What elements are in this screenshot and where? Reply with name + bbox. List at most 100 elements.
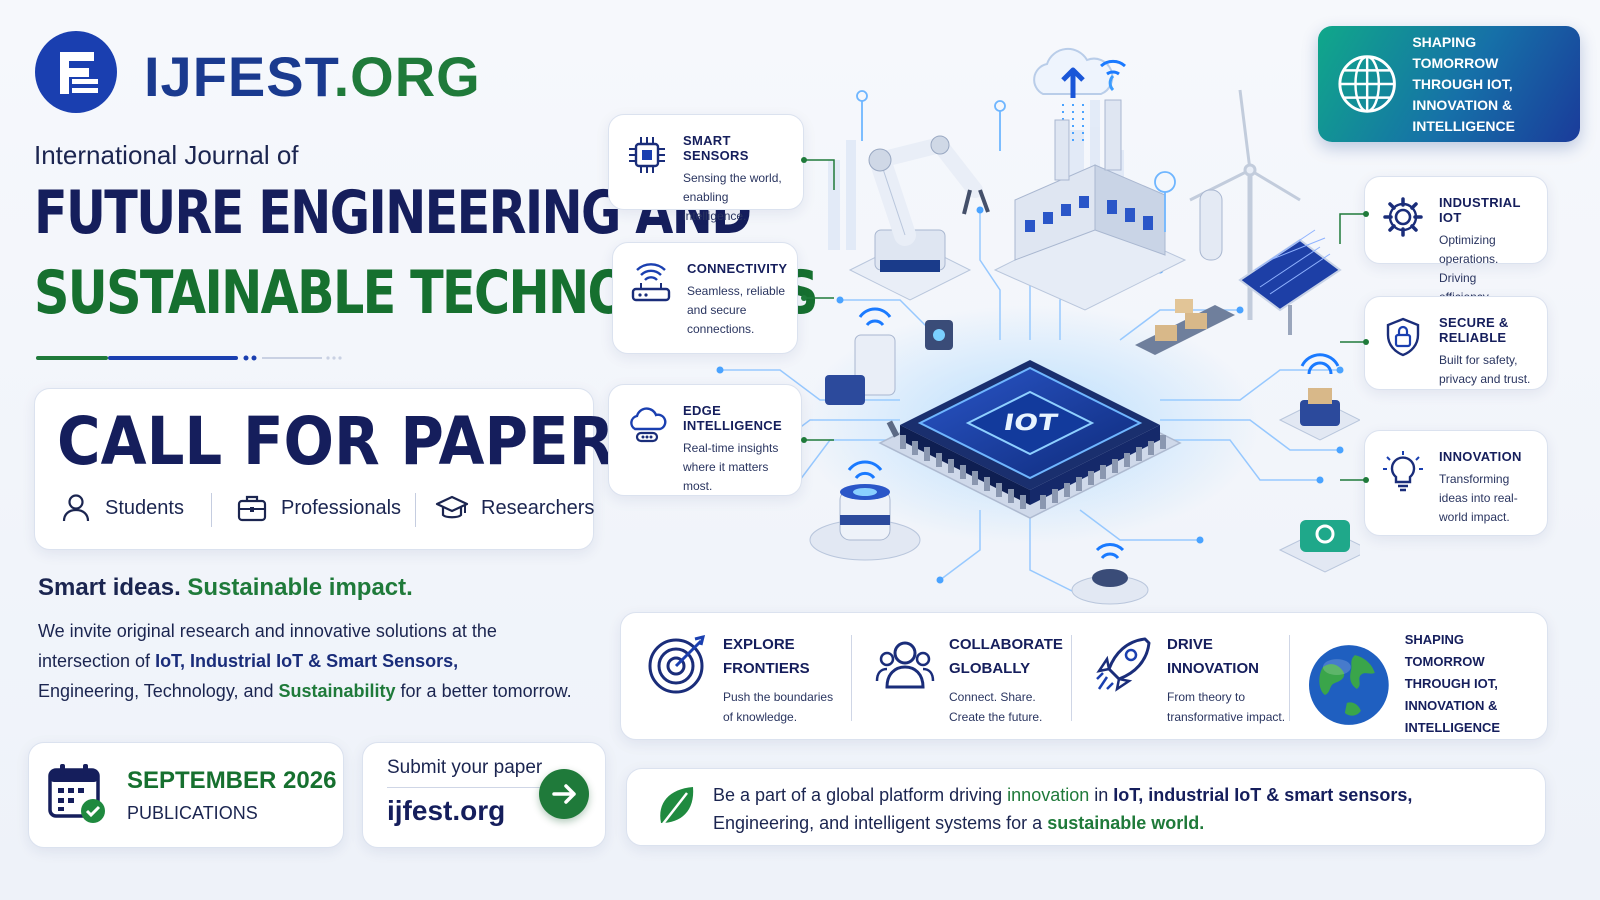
feature-desc: Seamless, reliable and secure connection…	[687, 284, 786, 336]
gear-icon	[1383, 197, 1423, 237]
feature-card-connectivity: CONNECTIVITY Seamless, reliable and secu…	[612, 242, 798, 354]
audience-researchers: Researchers	[435, 491, 594, 525]
shield-lock-icon	[1386, 317, 1420, 357]
chip-label: IOT	[1001, 410, 1060, 436]
submit-arrow-button[interactable]	[539, 769, 589, 819]
feature-desc: Sensing the world, enabling intelligence…	[683, 171, 782, 223]
tagline-part1: Smart ideas.	[38, 574, 181, 601]
pillar-desc-line2: of knowledge.	[723, 710, 798, 724]
feature-desc: Built for safety, privacy and trust.	[1439, 353, 1531, 386]
feature-card-industrial-iot: INDUSTRIAL IOT Optimizing operations. Dr…	[1364, 176, 1548, 304]
audience-label: Researchers	[481, 496, 595, 519]
feature-desc: Optimizing operations. Driving efficienc…	[1439, 233, 1499, 304]
banner-text: Be a part of a global platform driving i…	[713, 785, 1413, 833]
cloud-icon	[630, 407, 667, 443]
invite-text: We invite original research and innovati…	[38, 616, 598, 706]
pillar-title-line1: DRIVE	[1167, 636, 1213, 653]
user-icon	[62, 494, 90, 522]
submit-divider	[387, 787, 547, 788]
iot-illustration: IOT	[716, 47, 1360, 605]
earth-globe-icon	[1308, 645, 1389, 725]
pillar-desc-line1: Push the boundaries	[723, 690, 834, 704]
leaf-icon	[658, 787, 694, 830]
pillar-title-line2: FRONTIERS	[723, 660, 810, 677]
feature-title: SMART SENSORS	[683, 133, 749, 163]
chip-icon	[629, 137, 665, 173]
submit-url[interactable]: ijfest.org	[387, 795, 506, 826]
pillar-explore-frontiers: EXPLORE FRONTIERS Push the boundaries of …	[647, 633, 833, 727]
pillar-drive-innovation: DRIVE INNOVATION From theory to transform…	[1093, 633, 1285, 727]
badge-line4: INTELLIGENCE	[1412, 117, 1515, 134]
pillars-card: EXPLORE FRONTIERS Push the boundaries of …	[620, 612, 1548, 740]
title-underline	[36, 348, 356, 361]
badge-line1: SHAPING TOMORROW	[1412, 33, 1499, 71]
submit-label: Submit your paper	[387, 757, 543, 778]
invite-line2: intersection of IoT, Industrial IoT & Sm…	[38, 651, 459, 671]
brand-name-tld: .ORG	[333, 45, 481, 108]
publication-month: SEPTEMBER 2026	[127, 767, 337, 794]
invite-line3: Engineering, Technology, and Sustainabil…	[38, 681, 572, 701]
feature-connectors	[801, 157, 1369, 483]
arrow-right-icon	[552, 784, 576, 804]
audience-label: Professionals	[281, 496, 402, 519]
feature-title: INNOVATION	[1439, 449, 1522, 464]
feature-card-smart-sensors: SMART SENSORS Sensing the world, enablin…	[608, 114, 804, 223]
tagline: Smart ideas. Sustainable impact.	[38, 574, 413, 602]
rocket-icon	[1096, 637, 1151, 692]
router-icon	[631, 263, 671, 302]
feature-desc: Transforming ideas into real-world impac…	[1439, 472, 1518, 524]
feature-desc: Real-time insights where it matters most…	[683, 441, 779, 493]
ijfest-logo-icon	[35, 31, 117, 113]
tagline-part2: Sustainable impact.	[187, 574, 413, 601]
globe-line2: THROUGH IOT,	[1404, 676, 1498, 691]
brand-name-main: IJFEST	[144, 45, 334, 108]
pillar-divider	[1071, 635, 1072, 721]
graduation-cap-icon	[435, 495, 469, 519]
call-for-papers-card: CALL FOR PAPERS Students Professionals R…	[34, 388, 657, 550]
audience-professionals: Professionals	[235, 491, 401, 525]
brand-name: IJFEST.ORG	[144, 44, 481, 109]
audience-label: Students	[105, 496, 184, 519]
join-banner: Be a part of a global platform driving i…	[626, 768, 1546, 846]
journal-prefix: International Journal of	[34, 140, 299, 170]
feature-card-innovation: INNOVATION Transforming ideas into real-…	[1364, 430, 1548, 536]
feature-card-secure-reliable: SECURE & RELIABLE Built for safety, priv…	[1364, 296, 1548, 390]
pillar-title-line1: EXPLORE	[723, 636, 795, 653]
feature-title: EDGE INTELLIGENCE	[683, 403, 782, 433]
cfp-heading: CALL FOR PAPERS	[57, 403, 658, 480]
feature-title: INDUSTRIAL IOT	[1439, 195, 1521, 225]
audience-divider	[211, 493, 212, 527]
badge-line3: INNOVATION &	[1412, 96, 1513, 113]
briefcase-icon	[237, 495, 267, 522]
pillar-divider	[1289, 635, 1290, 721]
pillar-collaborate-globally: COLLABORATE GLOBALLY Connect. Share. Crea…	[875, 633, 1063, 727]
shaping-tomorrow-badge: SHAPING TOMORROW THROUGH IOT, INNOVATION…	[1318, 26, 1580, 142]
target-icon	[648, 634, 706, 694]
pillar-title-line2: INNOVATION	[1167, 660, 1259, 677]
globe-line1: SHAPING TOMORROW	[1404, 632, 1485, 669]
publication-label: PUBLICATIONS	[127, 803, 258, 823]
audience-students: Students	[59, 491, 184, 525]
lightbulb-icon	[1383, 451, 1423, 492]
feature-card-edge-intelligence: EDGE INTELLIGENCE Real-time insights whe…	[608, 384, 802, 496]
pillar-divider	[851, 635, 852, 721]
globe-line3: INNOVATION &	[1404, 698, 1498, 713]
pillar-desc-line2: transformative impact.	[1167, 710, 1286, 724]
publication-date-card: SEPTEMBER 2026 PUBLICATIONS	[28, 742, 344, 848]
feature-title: SECURE & RELIABLE	[1439, 315, 1509, 345]
pillar-desc-line2: Create the future.	[949, 710, 1043, 724]
calendar-check-icon	[48, 764, 105, 823]
pillar-title-line1: COLLABORATE	[949, 636, 1063, 653]
globe-icon	[1338, 55, 1396, 113]
feature-title: CONNECTIVITY	[687, 261, 788, 276]
globe-line4: INTELLIGENCE	[1404, 720, 1501, 735]
pillar-title-line2: GLOBALLY	[949, 660, 1031, 677]
invite-line1: We invite original research and innovati…	[38, 621, 497, 641]
pillar-desc-line1: Connect. Share.	[949, 690, 1036, 704]
audience-divider	[415, 493, 416, 527]
submit-card[interactable]: Submit your paper ijfest.org	[362, 742, 606, 848]
pillar-globe: SHAPING TOMORROW THROUGH IOT, INNOVATION…	[1307, 629, 1547, 739]
pillar-desc-line1: From theory to	[1167, 690, 1246, 704]
badge-line2: THROUGH IOT,	[1412, 75, 1513, 92]
logo	[34, 30, 118, 114]
